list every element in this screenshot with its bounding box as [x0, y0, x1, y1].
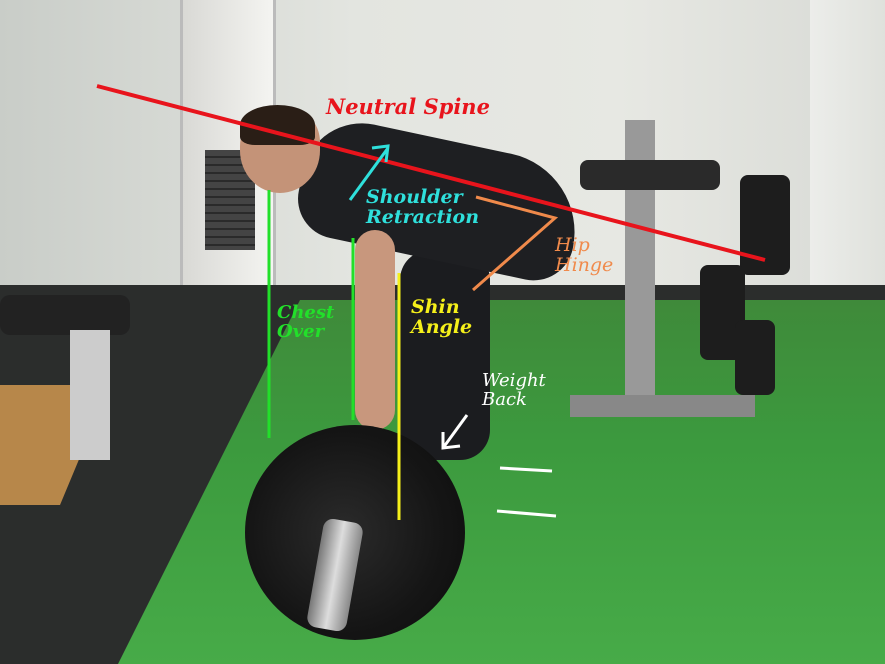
- shoulder-retraction-line2: Retraction: [366, 205, 480, 228]
- shin-angle-label: Shin Angle: [411, 296, 473, 338]
- weight-back-arrow-icon: [441, 414, 469, 449]
- shoulder-arrow-icon: [348, 147, 390, 201]
- shin-angle-line2: Angle: [411, 315, 473, 338]
- hyperextension-pad: [580, 160, 720, 190]
- weight-back-line1: Weight: [482, 370, 546, 391]
- hip-hinge-line2: Hinge: [555, 253, 614, 276]
- weight-back-line2: Back: [482, 388, 527, 410]
- hip-hinge-line1: Hip: [555, 234, 590, 256]
- shoulder-retraction-label: Shoulder Retraction: [366, 186, 480, 228]
- shoulder-retraction-line1: Shoulder: [366, 186, 463, 208]
- lifter-legs: [400, 250, 490, 460]
- bench-leg: [70, 330, 110, 460]
- hyperextension-base: [570, 395, 755, 417]
- shin-angle-line1: Shin: [411, 296, 460, 318]
- weight-back-label: Weight Back: [482, 370, 546, 410]
- hip-hinge-label: Hip Hinge: [555, 234, 614, 276]
- neutral-spine-line: [96, 84, 766, 262]
- lifter-arm: [355, 230, 395, 430]
- neutral-spine-text: Neutral Spine: [326, 94, 490, 119]
- weight-marker-line: [496, 509, 557, 518]
- weight-bench: [0, 295, 130, 335]
- shoulder-arrowhead-icon: [371, 144, 390, 163]
- weight-marker-line: [499, 466, 553, 473]
- hip-hinge-angle: [472, 195, 559, 292]
- chest-over-label: Chest Over: [277, 302, 335, 342]
- neutral-spine-label: Neutral Spine: [326, 94, 490, 119]
- weight-back-arrowhead-icon: [441, 432, 461, 450]
- chest-over-line2: Over: [277, 320, 325, 342]
- chest-over-line1: Chest: [277, 302, 335, 323]
- foam-roller: [735, 320, 775, 395]
